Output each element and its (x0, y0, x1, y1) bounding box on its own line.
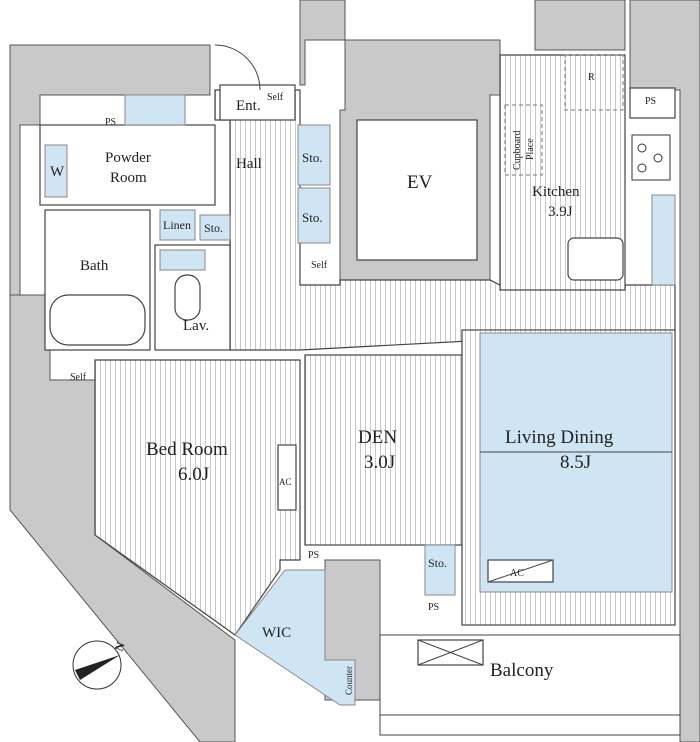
hall-storage-2 (297, 187, 331, 244)
kitchen-floor (499, 54, 626, 291)
label-cupboard-1: Cupboard (512, 131, 523, 170)
label-storage-hall-1: Sto. (302, 150, 323, 165)
elevator (356, 119, 478, 261)
label-self-ent: Self (267, 92, 284, 103)
washer (44, 144, 68, 198)
label-ps-1: PS (105, 117, 116, 128)
label-kitchen: Kitchen (532, 184, 580, 200)
label-powder-1: Powder (105, 150, 151, 166)
label-ps-kitchen: PS (645, 96, 656, 107)
label-storage-lav: Sto. (204, 221, 223, 235)
bedroom-floor (94, 359, 301, 636)
ac-bedroom (277, 444, 297, 511)
kitchen-counter (651, 194, 676, 286)
wic-floor (234, 569, 356, 706)
label-wic: WIC (262, 625, 291, 641)
label-lavatory: Lav. (183, 318, 209, 334)
stove-icon (631, 134, 671, 181)
label-self-bed: Self (70, 372, 87, 383)
north-compass-icon (72, 640, 122, 690)
cupboard-space (504, 104, 543, 176)
label-ac-living: AC (510, 568, 524, 579)
den-storage (424, 544, 456, 596)
ps-kitchen (629, 87, 676, 119)
label-living-size: 8.5J (560, 452, 591, 473)
living-area (479, 332, 673, 593)
storage-small (199, 214, 231, 241)
label-washer: W (50, 164, 65, 180)
label-bath: Bath (80, 258, 109, 274)
label-hall: Hall (236, 156, 262, 172)
label-storage-den: Sto. (428, 556, 447, 570)
label-ps-den: PS (428, 602, 439, 613)
label-linen: Linen (163, 218, 191, 232)
label-counter: Counter (344, 666, 354, 695)
den-floor (304, 354, 463, 546)
entrance (219, 84, 296, 121)
label-den-size: 3.0J (364, 452, 395, 473)
label-storage-hall-2: Sto. (302, 210, 323, 225)
label-balcony: Balcony (490, 660, 554, 681)
label-living: Living Dining (505, 427, 614, 448)
hall-storage-1 (297, 124, 331, 186)
label-bedroom: Bed Room (146, 439, 228, 460)
label-powder-2: Room (110, 170, 147, 186)
refrigerator-space (564, 54, 624, 111)
label-den: DEN (358, 427, 397, 448)
bathtub (49, 294, 146, 346)
sink-icon (567, 237, 624, 281)
label-refrigerator: R (588, 72, 595, 83)
label-ps-wic: PS (308, 550, 319, 561)
label-kitchen-size: 3.9J (548, 204, 573, 220)
label-ac-bedroom: AC (279, 477, 292, 487)
entrance-shelf (124, 94, 186, 126)
label-entrance: Ent. (236, 98, 261, 114)
linen-closet (159, 209, 196, 241)
label-bedroom-size: 6.0J (178, 464, 209, 485)
label-self-hall: Self (311, 260, 328, 271)
label-ev: EV (407, 172, 433, 193)
label-cupboard-2: Place (525, 138, 536, 160)
